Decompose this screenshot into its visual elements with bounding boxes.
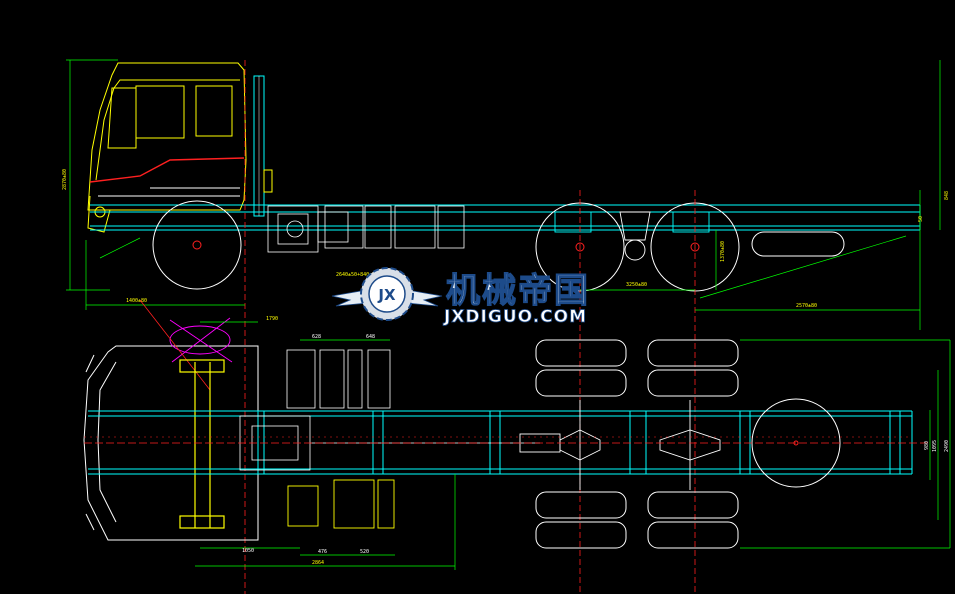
watermark: JX 机械帝国 JXDIGUO.COM bbox=[331, 267, 590, 327]
side-view: 2870±80 1400±80 2570±80 3250±80 1370±80 … bbox=[62, 59, 950, 594]
exhaust-stack bbox=[253, 75, 273, 217]
dim-right-height: 848 bbox=[944, 191, 950, 200]
cab-sill-line bbox=[89, 157, 245, 183]
top-dimension-lines bbox=[195, 321, 951, 570]
fuel-tanks-side bbox=[324, 205, 465, 249]
dim-i: 1095 bbox=[932, 440, 938, 452]
dim-front-overhang: 1400±80 bbox=[126, 298, 147, 304]
diag-dim-red bbox=[139, 299, 211, 391]
spare-tire-side bbox=[751, 231, 845, 257]
dim-j: 2490 bbox=[944, 440, 950, 452]
dim-cab-height: 2870±80 bbox=[62, 169, 68, 190]
dim-h: 980 bbox=[924, 441, 930, 450]
dim-c: 648 bbox=[366, 334, 375, 340]
side-dim-labels: 2870±80 1400±80 2570±80 3250±80 1370±80 … bbox=[62, 169, 950, 309]
rear-tyres-top bbox=[535, 339, 739, 549]
front-axle-top bbox=[179, 359, 225, 529]
dim-a: 1790 bbox=[266, 316, 278, 322]
tandem-suspension bbox=[554, 211, 710, 261]
top-dim-labels: 1790 628 648 1050 476 520 2864 980 1095 … bbox=[242, 316, 950, 566]
dim-rear-overhang: 2570±80 bbox=[796, 303, 817, 309]
top-view: 1790 628 648 1050 476 520 2864 980 1095 … bbox=[83, 299, 951, 570]
dim-e: 476 bbox=[318, 549, 327, 555]
front-wheel-side bbox=[152, 200, 242, 290]
watermark-latin: JXDIGUO.COM bbox=[443, 307, 587, 327]
dim-mid-span: 3250±80 bbox=[626, 282, 647, 288]
dim-wheel-radius: 1370±80 bbox=[720, 241, 726, 262]
cooling-fan-top bbox=[169, 317, 233, 363]
dim-d: 1050 bbox=[242, 548, 254, 554]
battery-box-top bbox=[287, 479, 395, 529]
dim-right-small: 50 bbox=[918, 216, 924, 222]
fuel-tanks-top bbox=[286, 349, 391, 409]
watermark-chinese: 机械帝国 bbox=[446, 271, 590, 311]
dim-frame-width-note: 2640±50+840±50 bbox=[336, 272, 378, 278]
watermark-gear-logo: JX bbox=[360, 267, 414, 321]
dim-f: 520 bbox=[360, 549, 369, 555]
front-bumper bbox=[87, 195, 111, 233]
side-centerlines bbox=[244, 60, 696, 594]
drive-line-top bbox=[519, 400, 721, 490]
watermark-logo-letters: JX bbox=[377, 286, 396, 304]
dim-g: 2864 bbox=[312, 560, 324, 566]
crossmembers bbox=[257, 410, 901, 475]
engine-block-side bbox=[267, 205, 349, 253]
cab-top bbox=[83, 345, 259, 541]
frame-rail-side bbox=[90, 204, 921, 231]
dim-b: 628 bbox=[312, 334, 321, 340]
side-dimension-lines bbox=[66, 59, 941, 330]
cab-side bbox=[87, 62, 247, 211]
